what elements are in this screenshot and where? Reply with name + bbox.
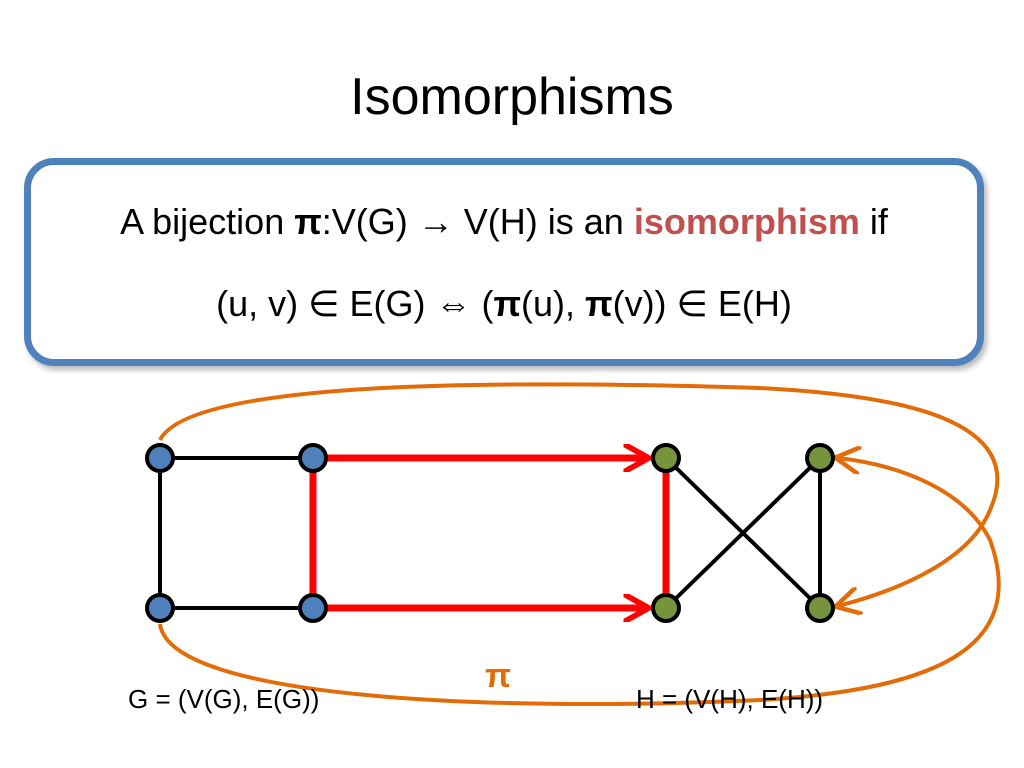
h-vertex-top-left (651, 443, 681, 473)
h-vertex-bottom-right (805, 593, 835, 623)
def-pi-symbol-v: π (585, 283, 613, 324)
pi-arrow-bottom (158, 458, 1001, 706)
def-term-isomorphism: isomorphism (633, 201, 860, 242)
graph-g-label: G = (V(G), E(G)) (128, 684, 320, 714)
def-condition-b: (u), (521, 283, 586, 324)
g-vertex-top-right (298, 443, 328, 473)
g-vertex-bottom-right (298, 593, 328, 623)
h-vertex-bottom-left (651, 593, 681, 623)
def-map-text: :V(G) → V(H) is an (321, 201, 634, 242)
pi-label: π (485, 657, 511, 695)
def-condition-c: (v)) ∈ E(H) (612, 283, 792, 324)
definition-box: A bijection π:V(G) → V(H) is an isomorph… (24, 158, 984, 366)
graph-h-label: H = (V(H), E(H)) (636, 684, 824, 714)
def-pi-symbol-u: π (493, 283, 521, 324)
g-vertex-bottom-left (145, 593, 175, 623)
def-pi-symbol: π (294, 201, 322, 242)
def-text-pre: A bijection (120, 201, 295, 242)
g-vertex-top-left (145, 443, 175, 473)
h-edge-cross-2 (664, 456, 822, 610)
def-text-post: if (859, 201, 888, 242)
pi-arrow-top (158, 382, 1000, 606)
slide-title: Isomorphisms (350, 68, 674, 126)
def-condition-a: (u, v) ∈ E(G) ⇔ ( (216, 283, 494, 324)
definition-line-2: (u, v) ∈ E(G) ⇔ (π(u), π(v)) ∈ E(H) (31, 283, 977, 325)
definition-line-1: A bijection π:V(G) → V(H) is an isomorph… (31, 201, 977, 243)
h-vertex-top-right (805, 443, 835, 473)
